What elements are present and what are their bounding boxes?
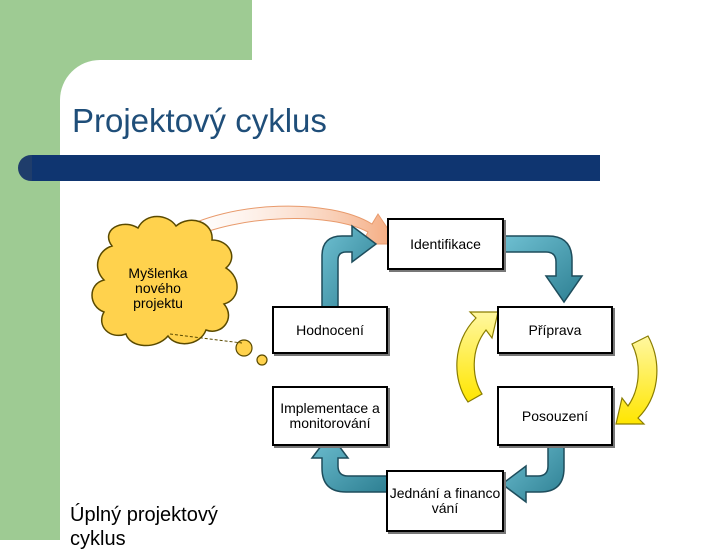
idea-cloud: [91, 215, 268, 366]
arrow-posouzeni-to-jednani: [500, 437, 565, 504]
arrow-identifikace-to-priprava: [501, 235, 584, 304]
slide-title: Projektový cyklus: [72, 102, 327, 139]
arrow-jednani-to-implementace: [310, 432, 389, 493]
stage-identifikace: Identifikace: [387, 218, 504, 270]
stage-hodnoceni: Hodnocení: [272, 306, 388, 354]
stage-implementace: Implementace a monitorování: [272, 386, 388, 446]
idea-cloud-label: Myšlenka nového projektu: [128, 265, 188, 311]
stage-jednani: Jednání a financování: [386, 470, 504, 532]
stage-priprava: Příprava: [497, 306, 613, 354]
slide-footer: Úplný projektový cyklus: [70, 504, 218, 550]
stage-posouzeni: Posouzení: [497, 386, 613, 446]
arrow-hodnoceni-to-identifikace: [321, 224, 378, 309]
title-underline-bar: [18, 155, 600, 181]
